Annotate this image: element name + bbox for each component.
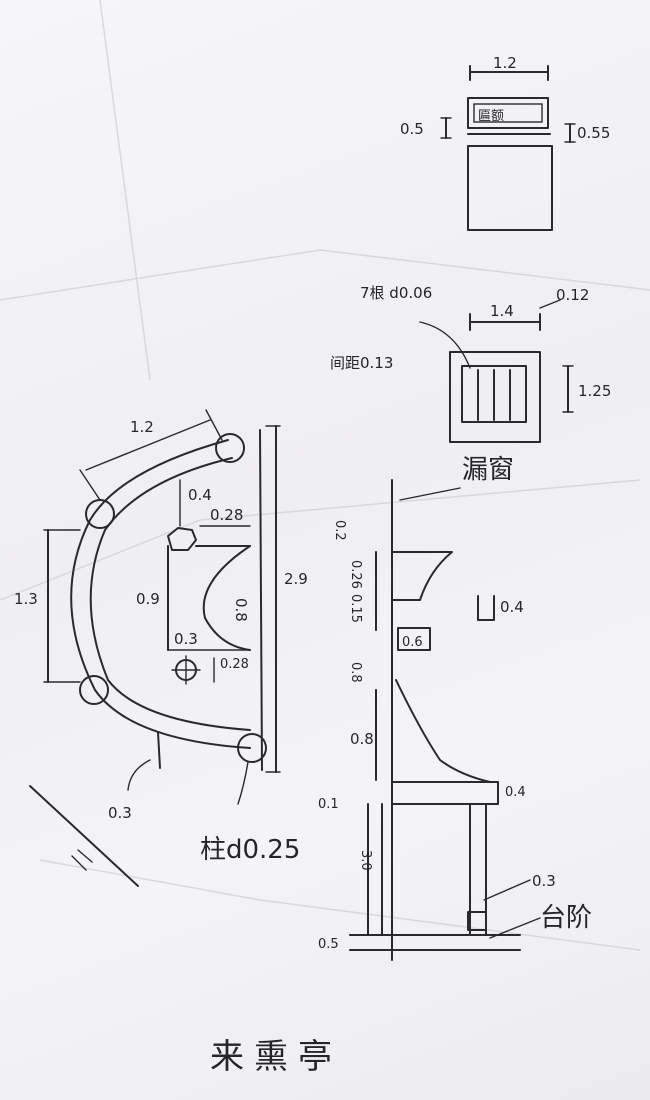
plan-post-size2-label: 0.28: [220, 657, 249, 672]
plan-radius-label: 0.8: [232, 598, 250, 622]
drawing-title: 来熏亭: [210, 1037, 342, 1077]
window-inner-frame: [461, 365, 527, 423]
plan-column-1: [215, 433, 245, 463]
section-top-label: 0.2: [332, 520, 347, 541]
section-upper-bracket: [391, 551, 453, 601]
section-base-label: 0.5: [318, 937, 339, 952]
sign-height-right-label: 0.55: [577, 124, 610, 142]
section-d2-label: 0.15: [348, 594, 363, 623]
section-small-box: [397, 627, 431, 651]
plan-column-2: [85, 499, 115, 529]
plan-column-label: 柱d0.25: [200, 835, 300, 865]
section-step-label: 0.1: [318, 797, 339, 812]
plan-column-3: [79, 675, 109, 705]
plan-top-gap-label: 0.4: [188, 486, 212, 504]
sign-text: 匾额: [478, 109, 504, 124]
plan-arc-width-label: 1.2: [130, 418, 154, 436]
window-frame: [449, 351, 541, 443]
window-note-line2: 间距0.13: [330, 354, 393, 372]
section-opening-label: 0.4: [500, 598, 524, 616]
paper-creases: [0, 0, 650, 951]
plan-span-label: 2.9: [284, 570, 308, 588]
window-frame-label: 0.12: [556, 286, 589, 304]
sign-board-elevation: 1.2 匾额 0.5 0.55: [400, 54, 610, 231]
sign-inner-panel: [473, 103, 543, 123]
plan-left-height-label: 1.3: [14, 590, 38, 608]
section-d1-label: 0.26: [348, 560, 363, 589]
sign-panel: [467, 97, 549, 129]
plan-inner-height-label: 0.9: [136, 590, 160, 608]
plan-outer-arc: [70, 439, 251, 749]
window-note-arrow: [419, 321, 471, 369]
section-curve: [395, 679, 491, 783]
section-lower-label: 0.8: [350, 730, 374, 748]
section-band-label: 0.4: [505, 785, 526, 800]
plan-bottom-arrow: [127, 759, 151, 791]
plan-inner-arc: [89, 457, 251, 731]
sign-height-left-label: 0.5: [400, 120, 424, 138]
section-band: [391, 781, 499, 805]
section-column-height-label: 3.0: [358, 850, 373, 871]
plan-post-size-label: 0.3: [174, 630, 198, 648]
window-width-label: 1.4: [490, 302, 514, 320]
plan-column-arrow: [237, 761, 249, 805]
section-step-name-label: 台阶: [540, 903, 592, 933]
section-opening: [477, 595, 495, 621]
section-small-width-label: 0.6: [402, 635, 423, 650]
window-note-line1: 7根 d0.06: [360, 284, 432, 302]
plan-diagonal-line: [29, 785, 139, 887]
section-d3-label: 0.8: [348, 662, 363, 683]
window-name-label: 漏窗: [462, 455, 514, 485]
plan-bar-width-label: 0.28: [210, 506, 243, 524]
pavilion-plan: 1.2 1.3 0.4 0.28 0.9 0.8 0.3 0.28 2.9 0.…: [14, 409, 308, 887]
window-height-label: 1.25: [578, 382, 611, 400]
section-step-block: [467, 911, 487, 931]
plan-bottom-width-label: 0.3: [108, 804, 132, 822]
lattice-window: 7根 d0.06 间距0.13 1.4 0.12 1.25 漏窗: [330, 284, 611, 485]
sign-width-label: 1.2: [493, 54, 517, 72]
plan-inner-curve: [202, 545, 251, 651]
plan-straight-edge: [259, 429, 263, 771]
section-top-right-label: 0.3: [532, 872, 556, 890]
plan-column-4: [237, 733, 267, 763]
plan-hex-post: [167, 527, 197, 551]
sign-lower-box: [467, 145, 553, 231]
pavilion-section: 0.2 0.26 0.15 0.6 0.4 0.8 0.8 0.4 0.1 3.…: [318, 479, 592, 961]
